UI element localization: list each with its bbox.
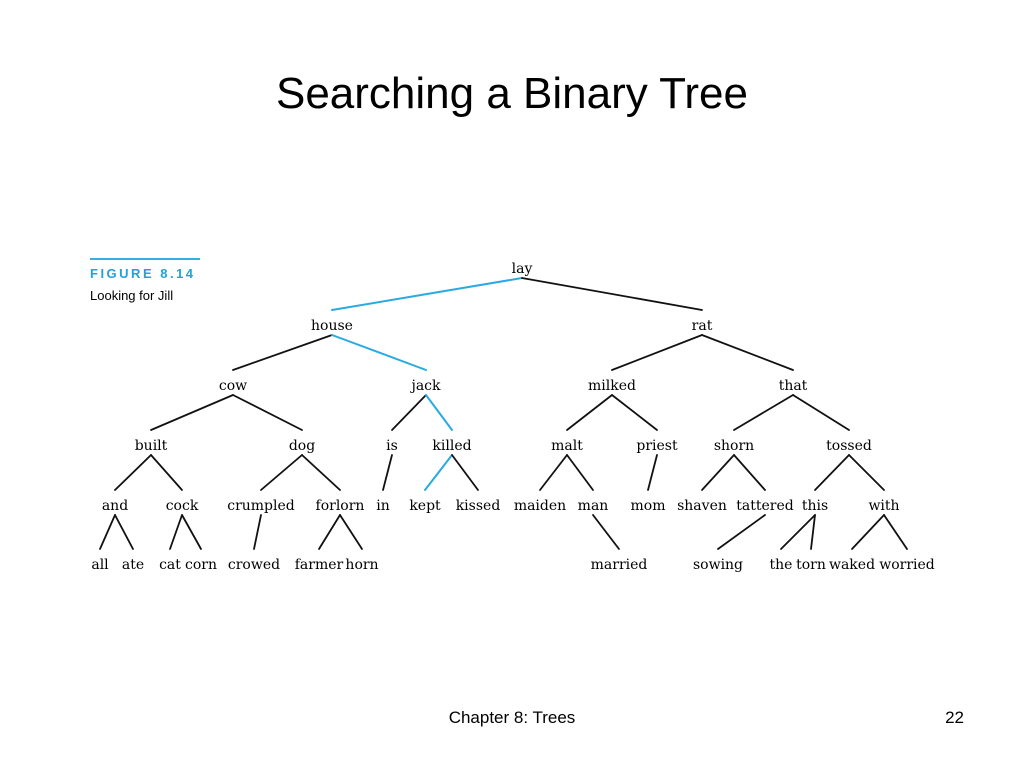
tree-node-cock: cock: [166, 498, 199, 514]
tree-node-kissed: kissed: [456, 498, 501, 514]
tree-node-in: in: [376, 498, 390, 514]
tree-edge-lay-rat: [521, 277, 703, 311]
tree-edge-milked-malt: [566, 394, 613, 431]
tree-node-waked: waked: [829, 557, 875, 573]
tree-edge-and-ate: [114, 514, 134, 550]
tree-node-milked: milked: [588, 378, 636, 394]
tree-node-crowed: crowed: [228, 557, 280, 573]
tree-edge-cock-cat: [169, 514, 183, 550]
tree-node-kept: kept: [409, 498, 441, 514]
tree-node-shaven: shaven: [677, 498, 727, 514]
tree-node-shorn: shorn: [714, 438, 754, 454]
tree-node-priest: priest: [636, 438, 678, 454]
tree-edge-and-all: [99, 514, 116, 550]
tree-edge-milked-priest: [611, 394, 658, 431]
footer-page-number: 22: [945, 708, 964, 727]
slide-title: Searching a Binary Tree: [275, 69, 749, 118]
tree-node-is: is: [386, 438, 398, 454]
tree-edge-malt-maiden: [539, 454, 568, 491]
tree-node-forlorn: forlorn: [316, 498, 365, 514]
tree-edge-crumpled-crowed: [253, 514, 262, 550]
tree-edge-forlorn-horn: [339, 514, 363, 550]
tree-edge-this-the: [780, 514, 816, 550]
tree-edge-house-cow: [232, 334, 333, 371]
tree-edge-house-jack: [331, 334, 427, 371]
tree-edge-built-and: [114, 454, 152, 491]
footer-chapter: Chapter 8: Trees: [448, 708, 576, 727]
tree-edge-tattered-sowing: [717, 514, 766, 550]
tree-edge-lay-house: [331, 277, 523, 311]
tree-node-tossed: tossed: [826, 438, 872, 454]
tree-node-the: the: [770, 557, 793, 573]
tree-edge-dog-forlorn: [301, 454, 341, 491]
tree-edge-priest-mom: [647, 454, 658, 491]
tree-edges: [99, 277, 908, 550]
tree-node-malt: malt: [551, 438, 583, 454]
tree-edge-man-married: [592, 514, 620, 550]
tree-edge-rat-that: [701, 334, 794, 371]
tree-edge-this-torn: [810, 514, 816, 550]
tree-node-ate: ate: [122, 557, 144, 573]
tree-node-with: with: [868, 498, 899, 514]
tree-edge-jack-is: [391, 394, 427, 431]
tree-edge-tossed-this: [814, 454, 850, 491]
tree-edge-rat-milked: [611, 334, 703, 371]
figure-caption: Looking for Jill: [90, 288, 174, 303]
tree-edge-killed-kissed: [451, 454, 479, 491]
tree-edge-built-cock: [150, 454, 183, 491]
tree-node-horn: horn: [345, 557, 378, 573]
tree-node-man: man: [578, 498, 609, 514]
figure-rule: [90, 258, 200, 260]
tree-node-lay: lay: [512, 261, 533, 277]
tree-edge-shorn-tattered: [733, 454, 766, 491]
tree-edge-killed-kept: [424, 454, 453, 491]
tree-node-this: this: [802, 498, 828, 514]
tree-edge-is-in: [382, 454, 393, 491]
tree-node-rat: rat: [692, 318, 713, 334]
tree-edge-shorn-shaven: [701, 454, 735, 491]
tree-node-mom: mom: [631, 498, 666, 514]
tree-node-torn: torn: [796, 557, 826, 573]
tree-edge-tossed-with: [848, 454, 885, 491]
tree-node-corn: corn: [185, 557, 217, 573]
tree-edge-cow-dog: [232, 394, 303, 431]
tree-node-dog: dog: [289, 438, 315, 454]
tree-labels: lay house rat cow jack milked that built dog is ki…: [91, 261, 934, 573]
tree-edge-malt-man: [566, 454, 594, 491]
figure-number: FIGURE 8.14: [90, 266, 196, 281]
tree-node-and: and: [102, 498, 128, 514]
tree-edge-cock-corn: [181, 514, 202, 550]
tree-node-built: built: [135, 438, 168, 454]
tree-edge-forlorn-farmer: [318, 514, 341, 550]
tree-node-jack: jack: [409, 378, 441, 394]
tree-edge-that-shorn: [733, 394, 794, 431]
tree-node-house: house: [311, 318, 353, 334]
tree-edge-cow-built: [150, 394, 234, 431]
tree-node-farmer: farmer: [295, 557, 344, 573]
tree-node-killed: killed: [432, 438, 471, 454]
tree-node-cow: cow: [219, 378, 247, 394]
tree-node-all: all: [91, 557, 109, 573]
tree-node-worried: worried: [879, 557, 935, 573]
tree-node-maiden: maiden: [514, 498, 566, 514]
tree-edge-jack-killed: [425, 394, 453, 431]
tree-node-sowing: sowing: [693, 557, 743, 573]
tree-edge-dog-crumpled: [260, 454, 303, 491]
tree-edge-that-tossed: [792, 394, 850, 431]
tree-node-tattered: tattered: [736, 498, 793, 514]
tree-node-cat: cat: [159, 557, 181, 573]
tree-node-crumpled: crumpled: [227, 498, 295, 514]
tree-node-that: that: [779, 378, 808, 394]
tree-edge-with-worried: [883, 514, 908, 550]
tree-node-married: married: [591, 557, 648, 573]
tree-edge-with-waked: [851, 514, 885, 550]
